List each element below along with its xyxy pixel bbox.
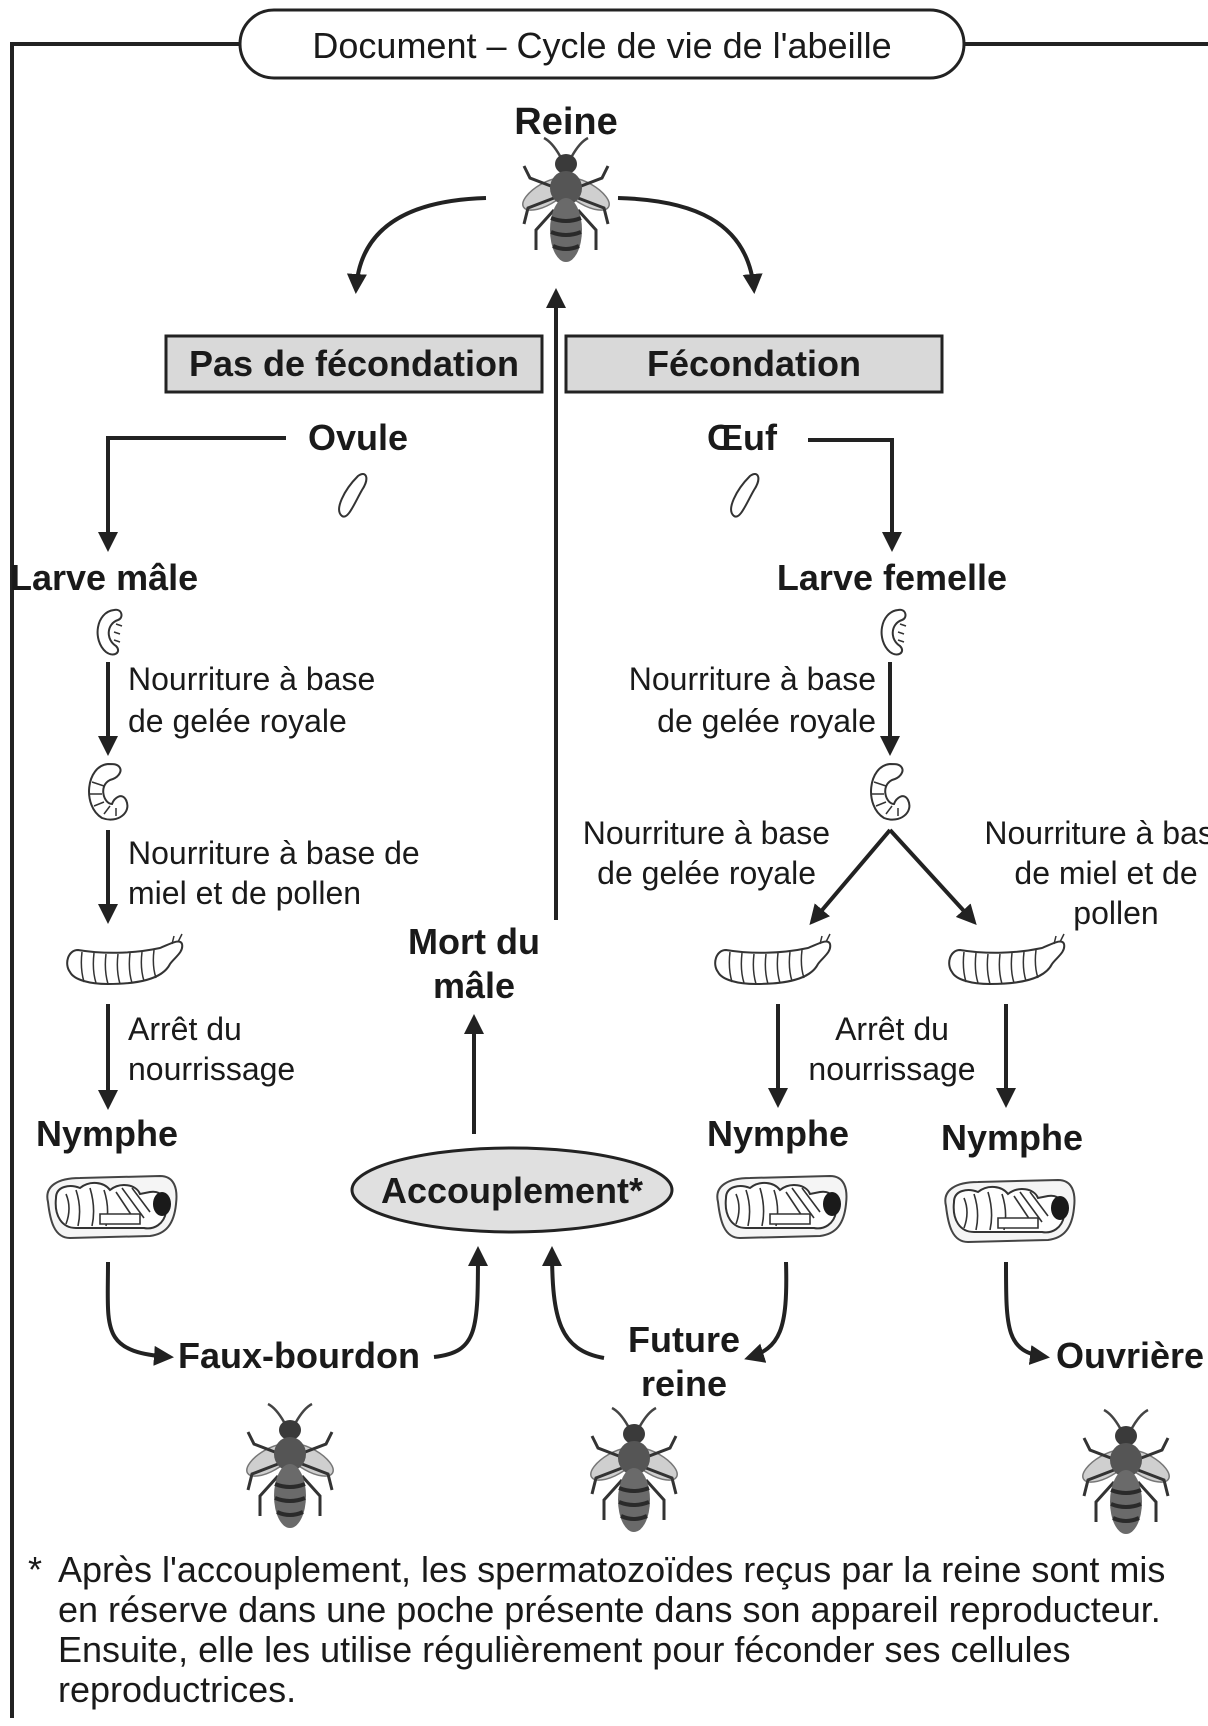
title-frame <box>238 8 966 80</box>
label-larve-femelle: Larve femelle <box>777 557 1007 598</box>
bee-icon <box>515 136 617 264</box>
edge-gelee-split-l1: Nourriture à base <box>583 815 830 851</box>
edge-gelee-split-l2: de gelée royale <box>597 855 816 891</box>
egg-icon <box>338 472 368 518</box>
box-fecondation <box>564 334 944 394</box>
label-larve-male: Larve mâle <box>10 557 198 598</box>
edge-miel-right-l3: pollen <box>1073 895 1158 931</box>
edge-miel-right-l2: de miel et de <box>1014 855 1197 891</box>
label-ovule: Ovule <box>308 417 408 458</box>
larva-icon <box>714 933 832 985</box>
label-mort-male-l2: mâle <box>433 965 515 1006</box>
edge-gelee-right-l1: Nourriture à base <box>629 661 876 697</box>
edge-miel-right-l1: Nourriture à base <box>984 815 1208 851</box>
label-nymphe-left: Nymphe <box>36 1113 178 1154</box>
larva-icon <box>88 763 129 821</box>
bee-icon <box>239 1402 341 1530</box>
label-faux-bourdon: Faux-bourdon <box>178 1335 420 1376</box>
label-accouplement: Accouplement* <box>381 1170 643 1211</box>
edge-gelee-right-l2: de gelée royale <box>657 703 876 739</box>
label-future-reine-l1: Future <box>628 1319 740 1360</box>
larva-icon <box>96 608 123 656</box>
larva-icon <box>66 933 184 985</box>
accouplement-node <box>350 1146 674 1234</box>
label-pas-fecondation: Pas de fécondation <box>189 343 519 384</box>
nymph-icon <box>944 1179 1076 1243</box>
larva-icon <box>880 608 907 656</box>
label-oeuf: Œuf <box>707 417 778 458</box>
label-fecondation: Fécondation <box>647 343 861 384</box>
edge-arret-right-l2: nourrissage <box>808 1051 975 1087</box>
label-nymphe-middle: Nymphe <box>707 1113 849 1154</box>
edge-miel-left-l2: miel et de pollen <box>128 875 361 911</box>
edge-miel-left-l1: Nourriture à base de <box>128 835 420 871</box>
bee-icon <box>1075 1408 1177 1536</box>
larva-icon <box>948 933 1066 985</box>
label-reine: Reine <box>514 101 617 143</box>
nymph-icon <box>46 1175 178 1239</box>
page-title: Document – Cycle de vie de l'abeille <box>312 25 891 66</box>
bee-icon <box>583 1406 685 1534</box>
label-future-reine-l2: reine <box>641 1363 727 1404</box>
label-mort-male-l1: Mort du <box>408 921 540 962</box>
edge-arret-left-l2: nourrissage <box>128 1051 295 1087</box>
edge-arret-right-l1: Arrêt du <box>835 1011 949 1047</box>
egg-icon <box>730 472 760 518</box>
nymph-icon <box>716 1175 848 1239</box>
edge-arret-left-l1: Arrêt du <box>128 1011 242 1047</box>
edge-gelee-l2: de gelée royale <box>128 703 347 739</box>
box-pas-fecondation <box>164 334 544 394</box>
footnote-text: Après l'accouplement, les spermatozoïdes… <box>58 1549 1166 1710</box>
larva-icon <box>870 763 911 821</box>
label-ouvriere: Ouvrière <box>1056 1335 1204 1376</box>
edge-gelee-l1: Nourriture à base <box>128 661 375 697</box>
label-nymphe-right: Nymphe <box>941 1117 1083 1158</box>
footnote-marker: * <box>28 1549 43 1590</box>
